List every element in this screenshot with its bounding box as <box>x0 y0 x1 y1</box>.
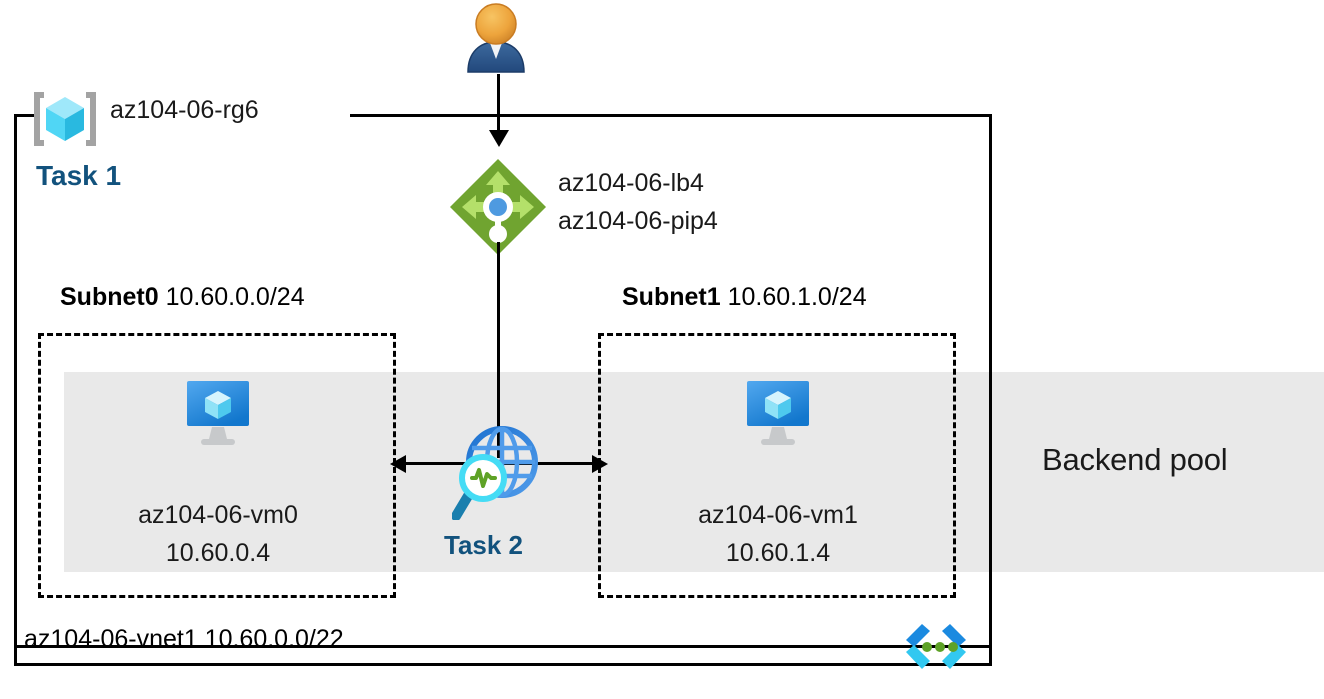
user-icon <box>460 2 532 74</box>
resource-group-border-top-right <box>350 114 992 117</box>
load-balancer-icon <box>446 155 550 259</box>
public-ip-name: az104-06-pip4 <box>558 207 718 235</box>
subnet0-header: Subnet0 10.60.0.0/24 <box>60 283 305 312</box>
subnet-to-subnet-arrow-head-right <box>592 455 608 473</box>
vm1-name: az104-06-vm1 <box>698 501 858 529</box>
virtual-network-icon <box>896 622 976 672</box>
subnet-to-subnet-arrow-head-left <box>390 455 406 473</box>
subnet1-header: Subnet1 10.60.1.0/24 <box>622 283 867 312</box>
subnet1-cidr: 10.60.1.0/24 <box>727 283 867 311</box>
vm0-ip: 10.60.0.4 <box>165 539 271 567</box>
arrow-user-to-loadbalancer-head <box>489 130 509 147</box>
vm1-ip: 10.60.1.4 <box>725 539 831 567</box>
subnet0-name: Subnet0 <box>60 283 159 311</box>
task-1-label: Task 1 <box>36 160 122 191</box>
subnet1-name: Subnet1 <box>622 283 721 311</box>
vm0-name: az104-06-vm0 <box>138 501 298 529</box>
virtual-machine-icon <box>179 379 257 449</box>
vm0-text: az104-06-vm0 10.60.0.4 <box>108 496 328 572</box>
resource-group-border-right <box>989 114 992 666</box>
resource-group-border-bottom <box>14 663 992 666</box>
network-watcher-globe-icon <box>451 420 548 521</box>
resource-group-icon <box>30 88 100 150</box>
virtual-machine-icon <box>739 379 817 449</box>
backend-pool-band <box>64 372 1324 572</box>
resource-group-border-left <box>14 114 17 666</box>
subnet0-cidr: 10.60.0.0/24 <box>165 283 305 311</box>
loadbalancer-to-watcher-line <box>497 242 500 458</box>
vnet-boundary-line <box>14 645 992 648</box>
arrow-user-to-loadbalancer-line <box>497 74 500 136</box>
task-2-label: Task 2 <box>444 530 524 560</box>
load-balancer-name: az104-06-lb4 <box>558 169 704 197</box>
load-balancer-labels: az104-06-lb4 az104-06-pip4 <box>558 164 718 240</box>
resource-group-label: az104-06-rg6 <box>110 96 259 124</box>
vnet-label: az104-06-vnet1 10.60.0.0/22 <box>24 625 344 653</box>
resource-group-border-top-left <box>14 114 36 117</box>
vm1-text: az104-06-vm1 10.60.1.4 <box>668 496 888 572</box>
backend-pool-label: Backend pool <box>1042 442 1228 477</box>
